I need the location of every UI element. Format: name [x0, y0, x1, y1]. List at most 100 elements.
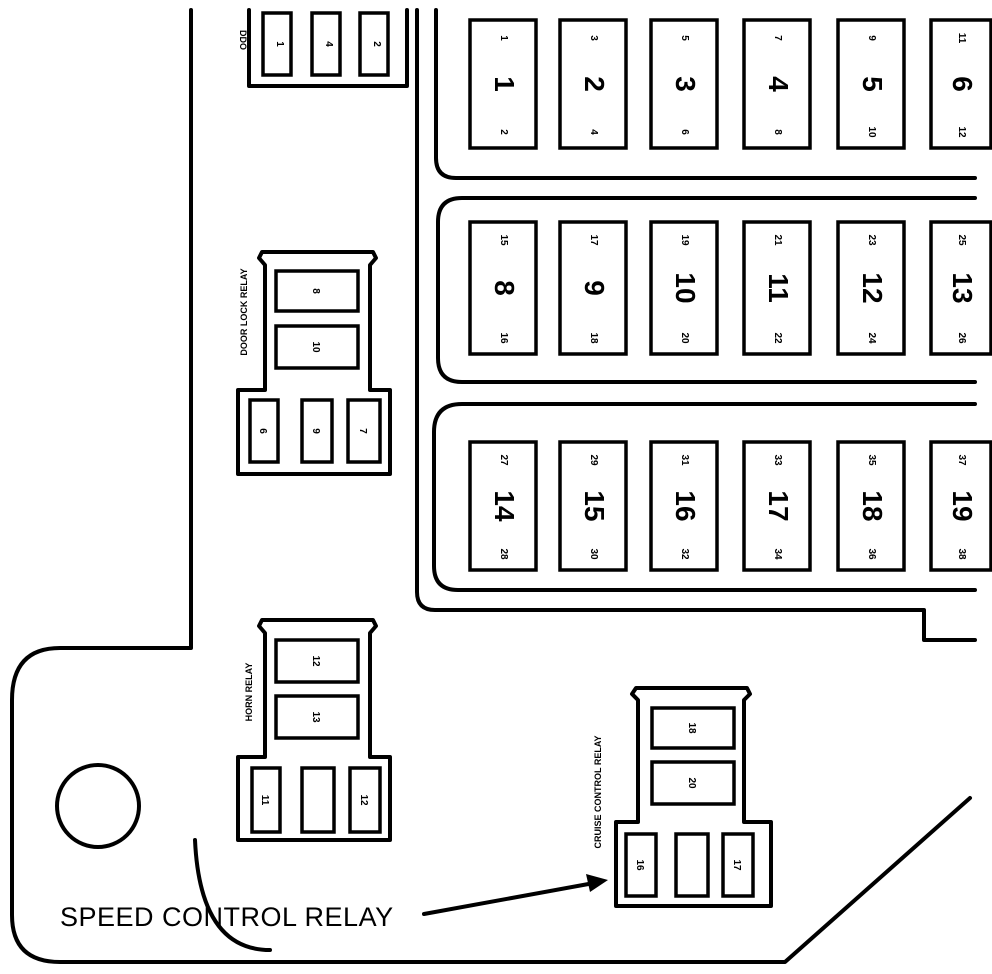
- fuse-8-top-terminal: 15: [498, 234, 509, 246]
- fuse-6-number: 6: [947, 76, 978, 92]
- fuse-6-bottom-terminal: 12: [956, 126, 967, 138]
- fuse-9-top-terminal: 17: [588, 234, 599, 246]
- door-lock-relay-pin-6: [248, 398, 280, 464]
- speed-control-relay-callout: SPEED CONTROL RELAY: [60, 902, 394, 932]
- fuse-19-top-terminal: 37: [956, 454, 967, 466]
- fuse-12-bottom-terminal: 24: [866, 332, 877, 344]
- relay-top-pin-3-label: 2: [371, 41, 382, 47]
- cruise-control-relay-pin-18: [650, 706, 736, 750]
- horn-relay-pin-11: [250, 766, 282, 834]
- relay-top-pin-1: [261, 11, 293, 77]
- fuse-block-housing-outline: [10, 8, 972, 964]
- relay-top-pin-3: [358, 11, 390, 77]
- fuse-6-top-terminal: 11: [956, 33, 967, 44]
- horn-relay-housing: [236, 618, 392, 842]
- relay-top-housing: [247, 8, 409, 88]
- fuse-11-number: 11: [763, 273, 794, 303]
- fuse-6: [929, 18, 992, 150]
- fuse-8: [468, 220, 538, 356]
- fuse-4: [742, 18, 812, 150]
- relay-top: 1 4 2 DDO: [238, 8, 409, 88]
- fuse-9-bottom-terminal: 18: [588, 332, 599, 344]
- horn-relay-pin-12: [274, 638, 360, 684]
- fuse-3-top-terminal: 5: [679, 35, 690, 41]
- horn-relay-pin-13-label: 13: [310, 711, 321, 723]
- cruise-control-relay-pin-20: [650, 760, 736, 806]
- fuse-2: [558, 18, 628, 150]
- cruise-control-relay-pin-blank: [674, 832, 710, 898]
- callout-arrow-head: [586, 874, 608, 892]
- fuse-8-number: 8: [489, 280, 520, 296]
- fuse-14-number: 14: [489, 490, 520, 522]
- fuse-8-bottom-terminal: 16: [498, 332, 509, 344]
- fuse-13-top-terminal: 25: [956, 234, 967, 246]
- cruise-control-relay-pin-17: [721, 832, 755, 898]
- fuse-19: [929, 440, 992, 572]
- horn-relay-pin-12b-label: 12: [358, 794, 369, 806]
- horn-relay-pin-12-label: 12: [310, 655, 321, 667]
- fuse-13-bottom-terminal: 26: [956, 332, 967, 344]
- cruise-control-relay-pin-17-label: 17: [731, 859, 742, 871]
- fuse-14-top-terminal: 27: [498, 454, 509, 466]
- fuse-10-top-terminal: 19: [679, 234, 690, 246]
- door-lock-relay-pin-6-label: 6: [257, 428, 268, 434]
- fuse-18: [836, 440, 906, 572]
- horn-relay-pin-12b: [348, 766, 382, 834]
- fuse-18-number: 18: [857, 490, 888, 521]
- fuse-5: [836, 18, 906, 150]
- fuse-row-1-frame: [434, 8, 977, 180]
- door-lock-relay-pin-7-label: 7: [357, 428, 368, 434]
- fuse-18-bottom-terminal: 36: [866, 548, 877, 560]
- fuse-15-number: 15: [579, 490, 610, 521]
- cruise-control-relay-pin-18-label: 18: [686, 722, 697, 734]
- fuse-row-3-frame: [432, 402, 977, 592]
- horn-relay-label: HORN RELAY: [244, 663, 254, 722]
- callout-arrow-line: [422, 881, 596, 916]
- fuse-3-bottom-terminal: 6: [679, 129, 690, 135]
- fuse-4-top-terminal: 7: [772, 35, 783, 41]
- cruise-control-relay-label: CRUISE CONTROL RELAY: [593, 735, 603, 848]
- fuse-17-bottom-terminal: 34: [772, 548, 783, 560]
- fuse-5-bottom-terminal: 10: [866, 126, 877, 138]
- door-lock-relay-pin-10: [274, 324, 360, 370]
- horn-relay-pin-13: [274, 694, 360, 740]
- fuse-5-number: 5: [857, 76, 888, 92]
- fuse-3-number: 3: [670, 76, 701, 92]
- fuse-row-2-frame: [436, 196, 977, 384]
- cruise-control-relay: 18 20 16 17 CRUISE CONTROL RELAY: [593, 686, 773, 908]
- fuse-2-bottom-terminal: 4: [588, 129, 599, 135]
- fuse-1: [468, 18, 538, 150]
- cruise-control-relay-housing: [614, 686, 773, 908]
- door-lock-relay-label: DOOR LOCK RELAY: [239, 268, 249, 355]
- housing-inner-curve: [193, 838, 272, 952]
- fuse-3: [649, 18, 719, 150]
- fuse-12-number: 12: [857, 272, 888, 303]
- fuse-group: 1123245367489510116121581617918191020211…: [468, 18, 992, 572]
- fuse-9: [558, 220, 628, 356]
- fuse-11-top-terminal: 21: [772, 234, 783, 246]
- fuse-17: [742, 440, 812, 572]
- fuse-13-number: 13: [947, 272, 978, 303]
- fuse-17-number: 17: [763, 490, 794, 521]
- fuse-16: [649, 440, 719, 572]
- fuse-19-number: 19: [947, 490, 978, 521]
- fuse-12: [836, 220, 906, 356]
- fuse-11-bottom-terminal: 22: [772, 332, 783, 344]
- mounting-hole: [55, 763, 141, 849]
- fuse-15-bottom-terminal: 30: [588, 548, 599, 560]
- fuse-4-number: 4: [763, 76, 794, 92]
- fuse-18-top-terminal: 35: [866, 454, 877, 466]
- door-lock-relay-pin-9: [300, 398, 334, 464]
- relay-top-pin-2-label: 4: [323, 41, 334, 47]
- door-lock-relay-pin-10-label: 10: [310, 341, 321, 353]
- horn-relay-pin-blank: [300, 766, 336, 834]
- fuse-16-number: 16: [670, 490, 701, 521]
- fuse-9-number: 9: [579, 280, 610, 296]
- fuse-19-bottom-terminal: 38: [956, 548, 967, 560]
- cruise-control-relay-pin-20-label: 20: [686, 777, 697, 789]
- door-lock-relay-pin-8-label: 8: [310, 288, 321, 294]
- fuse-panel-outline: [415, 8, 977, 642]
- cruise-control-relay-pin-16: [624, 832, 658, 898]
- fuse-13: [929, 220, 992, 356]
